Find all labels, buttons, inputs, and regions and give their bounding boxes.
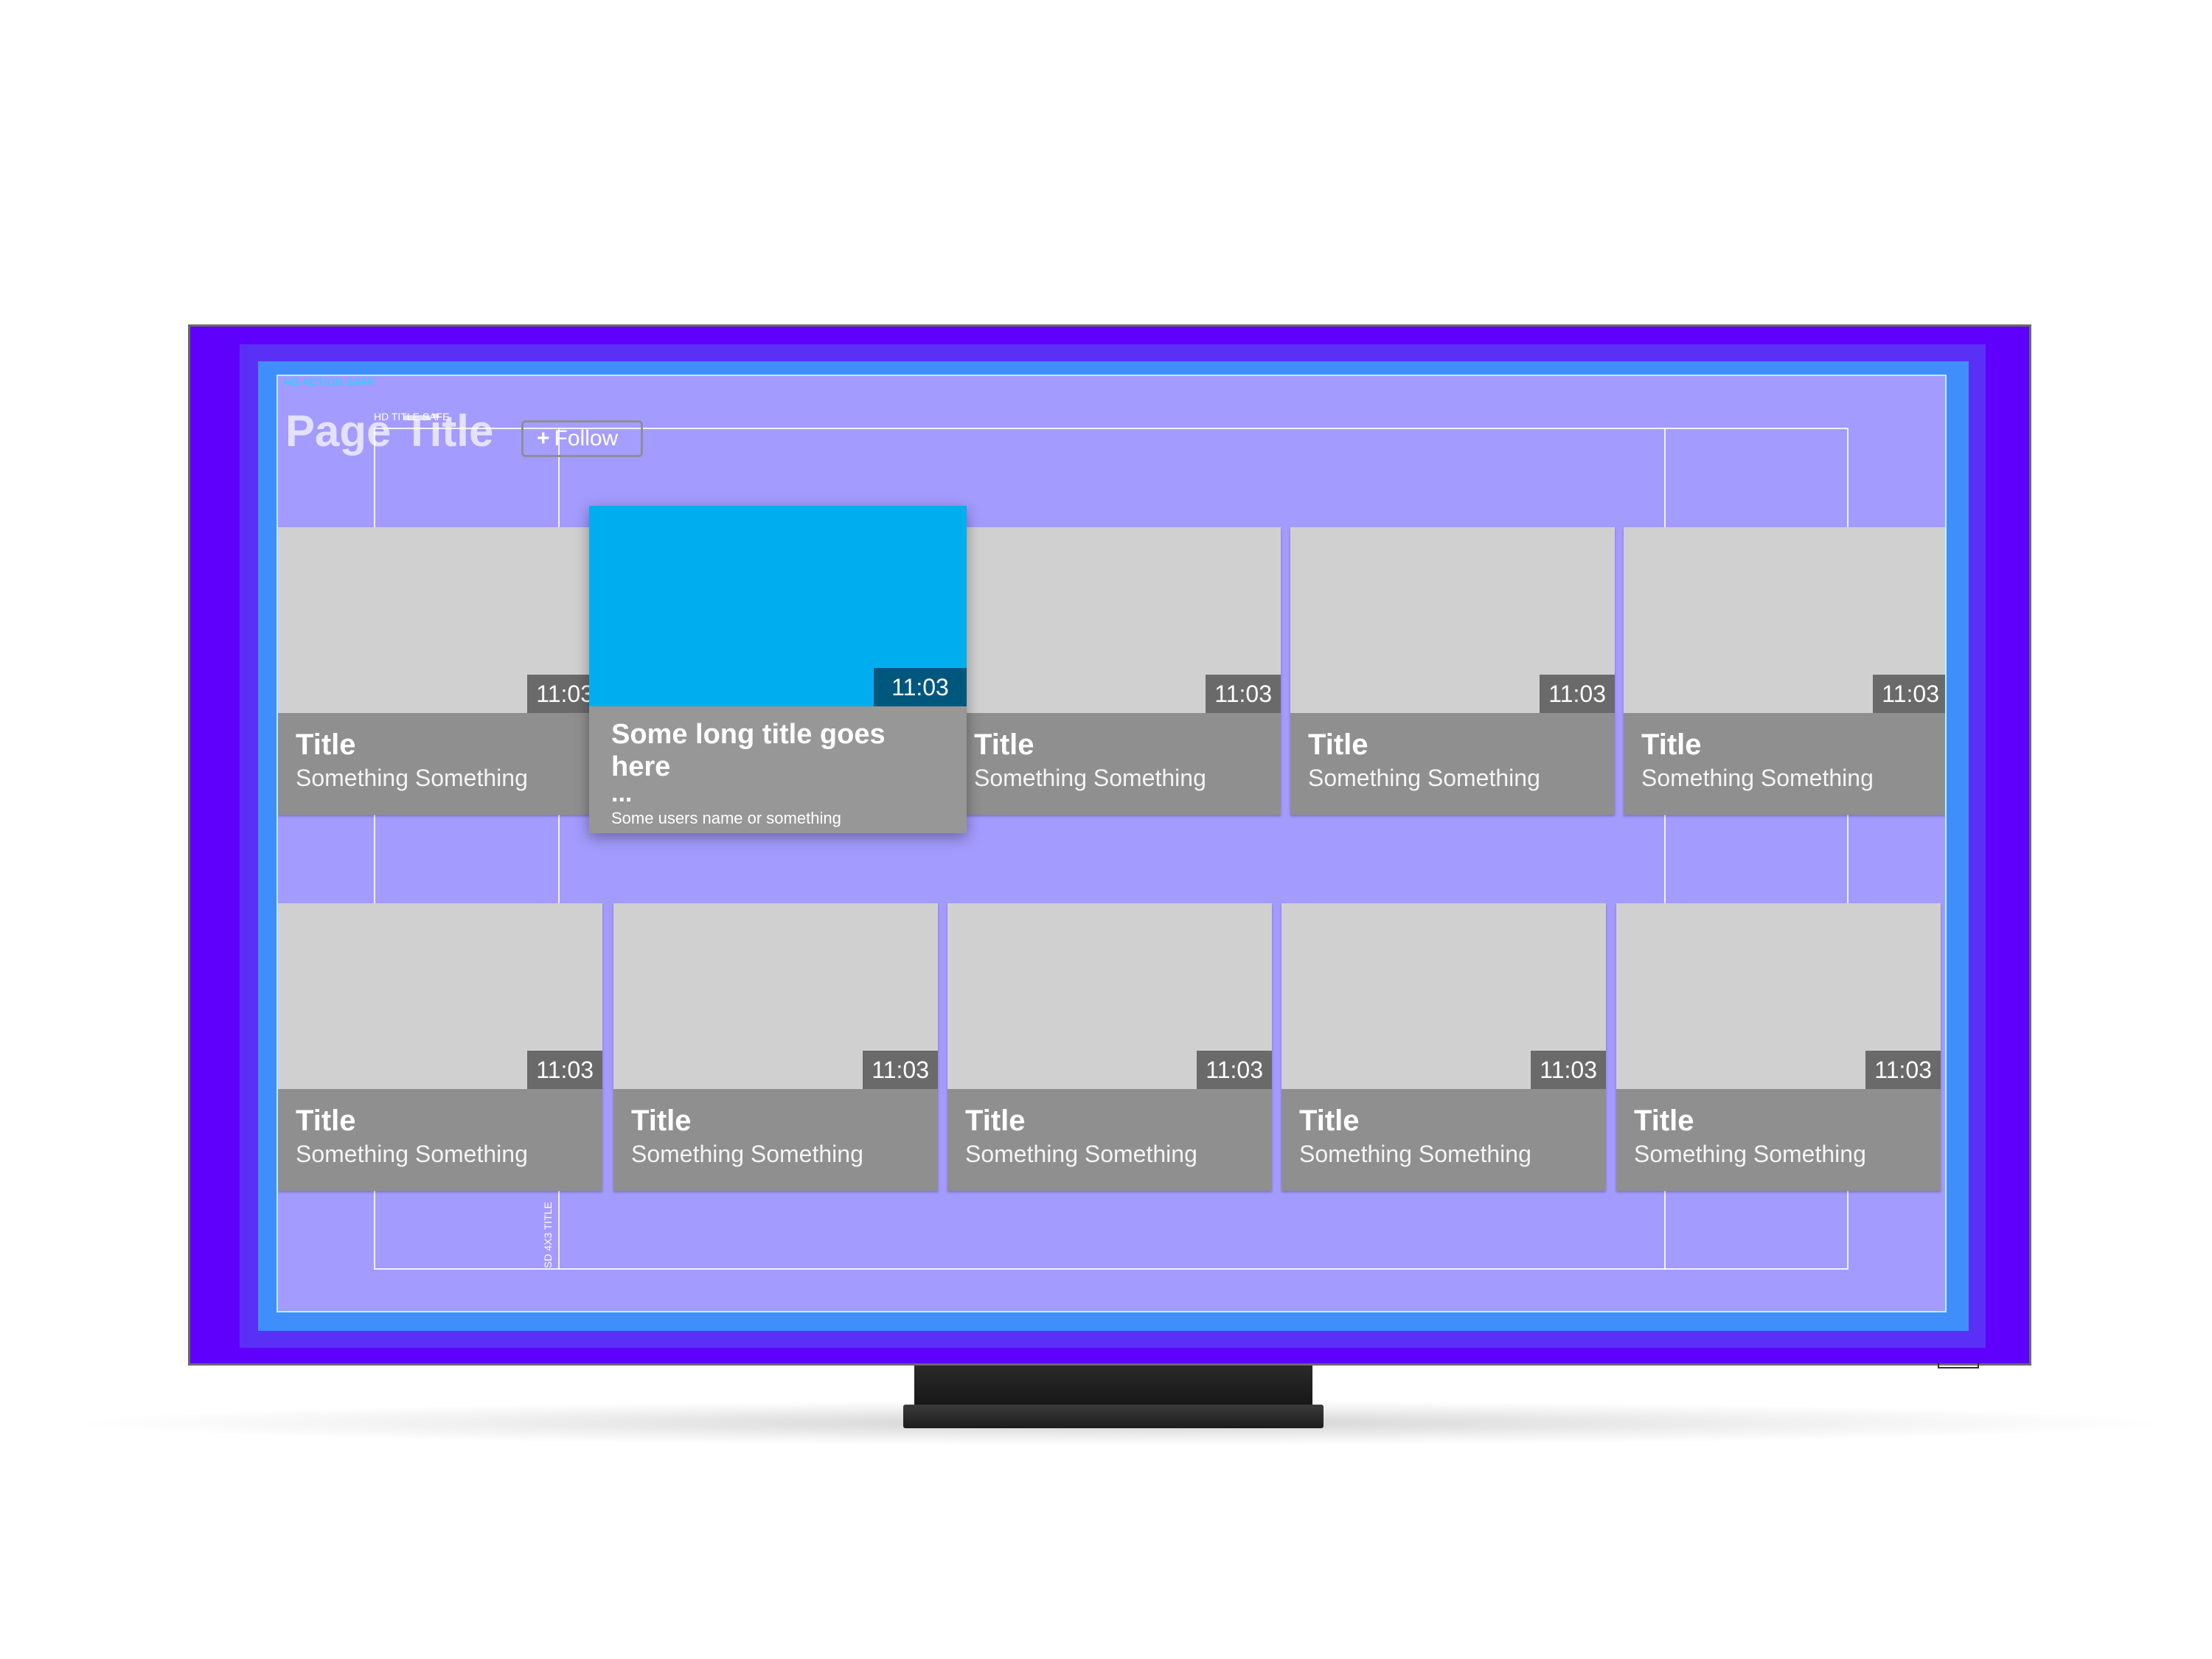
card-meta: Title Something Something bbox=[1281, 1089, 1606, 1191]
card-meta: Title Something Something bbox=[1624, 713, 1945, 815]
title-safe-label: HD TITLE SAFE bbox=[374, 411, 450, 422]
sd-title-label: SD 4X3 TITLE bbox=[542, 1201, 554, 1268]
video-card[interactable]: 11:03 Title Something Something bbox=[613, 903, 938, 1191]
duration-badge: 11:03 bbox=[1540, 675, 1615, 713]
sd-guide-right bbox=[1664, 428, 1666, 1270]
video-card[interactable]: 11:03 Title Something Something bbox=[1290, 527, 1615, 815]
page-title: Page Title bbox=[285, 406, 494, 456]
follow-button[interactable]: + Follow bbox=[521, 420, 643, 457]
follow-button-label: Follow bbox=[554, 426, 619, 451]
tv-sensor-mark bbox=[1938, 1363, 1979, 1368]
card-meta: Some long title goes here ... Some users… bbox=[589, 706, 967, 833]
card-subtitle: Something Something bbox=[631, 1141, 863, 1167]
card-meta: Title Something Something bbox=[613, 1089, 938, 1191]
card-meta: Title Something Something bbox=[278, 713, 602, 815]
card-title: Title bbox=[1634, 1105, 1694, 1137]
card-meta: Title Something Something bbox=[278, 1089, 602, 1191]
video-card[interactable]: 11:03 Title Something Something bbox=[1616, 903, 1941, 1191]
title-ellipsis: ... bbox=[611, 779, 633, 807]
card-title: Title bbox=[1299, 1105, 1360, 1137]
card-subtitle: Something Something bbox=[1641, 765, 1874, 791]
card-subtitle: Something Something bbox=[1634, 1141, 1866, 1167]
card-subtitle: Something Something bbox=[296, 765, 528, 791]
duration-badge: 11:03 bbox=[527, 1051, 602, 1089]
card-title: Title bbox=[1308, 728, 1368, 761]
tv-stand-base bbox=[903, 1405, 1324, 1428]
title-safe-guide bbox=[374, 428, 1848, 1270]
card-title: Title bbox=[631, 1105, 692, 1137]
card-meta: Title Something Something bbox=[1290, 713, 1615, 815]
card-subtitle: Something Something bbox=[1308, 765, 1540, 791]
card-subtitle: Something Something bbox=[974, 765, 1206, 791]
card-subtitle: Something Something bbox=[296, 1141, 528, 1167]
video-card[interactable]: 11:03 Title Something Something bbox=[947, 903, 1272, 1191]
card-meta: Title Something Something bbox=[956, 713, 1281, 815]
action-safe-label: HD ACTION SAFE bbox=[284, 376, 375, 388]
video-card[interactable]: 11:03 Title Something Something bbox=[956, 527, 1281, 815]
duration-badge: 11:03 bbox=[1873, 675, 1945, 713]
card-title: Title bbox=[296, 1105, 356, 1137]
card-title: Title bbox=[974, 728, 1034, 761]
sd-guide-left bbox=[558, 428, 560, 1270]
duration-badge: 11:03 bbox=[874, 668, 967, 706]
duration-badge: 11:03 bbox=[1531, 1051, 1606, 1089]
tv-screen: HD ACTION SAFE HD TITLE SAFE SD 4X3 TITL… bbox=[276, 375, 1947, 1312]
card-subtitle: Something Something bbox=[1299, 1141, 1531, 1167]
duration-badge: 11:03 bbox=[863, 1051, 938, 1089]
video-card[interactable]: 11:03 Title Something Something bbox=[1281, 903, 1606, 1191]
plus-icon: + bbox=[537, 426, 550, 451]
card-user-name: Some users name or something bbox=[611, 809, 841, 827]
card-title: Title bbox=[1641, 728, 1702, 761]
focused-video-card[interactable]: 11:03 Some long title goes here ... Some… bbox=[589, 506, 967, 833]
video-card[interactable]: 11:03 Title Something Something bbox=[1624, 527, 1945, 815]
duration-badge: 11:03 bbox=[1206, 675, 1281, 713]
card-title: Title bbox=[296, 728, 356, 761]
card-title: Title bbox=[965, 1105, 1026, 1137]
duration-badge: 11:03 bbox=[1197, 1051, 1272, 1089]
card-title: Some long title goes here bbox=[611, 719, 886, 782]
card-meta: Title Something Something bbox=[947, 1089, 1272, 1191]
card-subtitle: Something Something bbox=[965, 1141, 1197, 1167]
card-meta: Title Something Something bbox=[1616, 1089, 1941, 1191]
video-card[interactable]: 11:03 Title Something Something bbox=[278, 527, 602, 815]
video-card[interactable]: 11:03 Title Something Something bbox=[278, 903, 602, 1191]
duration-badge: 11:03 bbox=[1865, 1051, 1941, 1089]
